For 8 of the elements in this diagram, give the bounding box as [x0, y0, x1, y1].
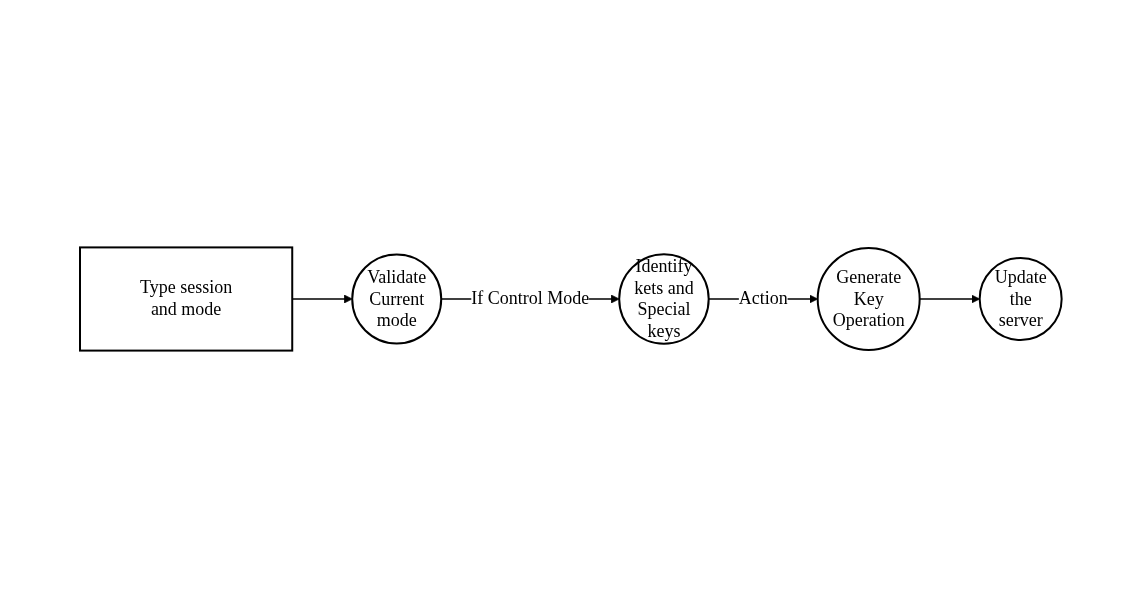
node-circle: Validate Current mode: [350, 253, 442, 345]
node-circle: Update the server: [978, 257, 1063, 341]
node-circle: Generate Key Operation: [816, 247, 921, 351]
edge-label: If Control Mode: [470, 288, 589, 309]
arrow: [291, 294, 353, 304]
node-box: Type session and mode: [78, 246, 293, 352]
node-circle: Identify kets and Special keys: [617, 253, 710, 345]
edge-label: Action: [738, 288, 788, 309]
